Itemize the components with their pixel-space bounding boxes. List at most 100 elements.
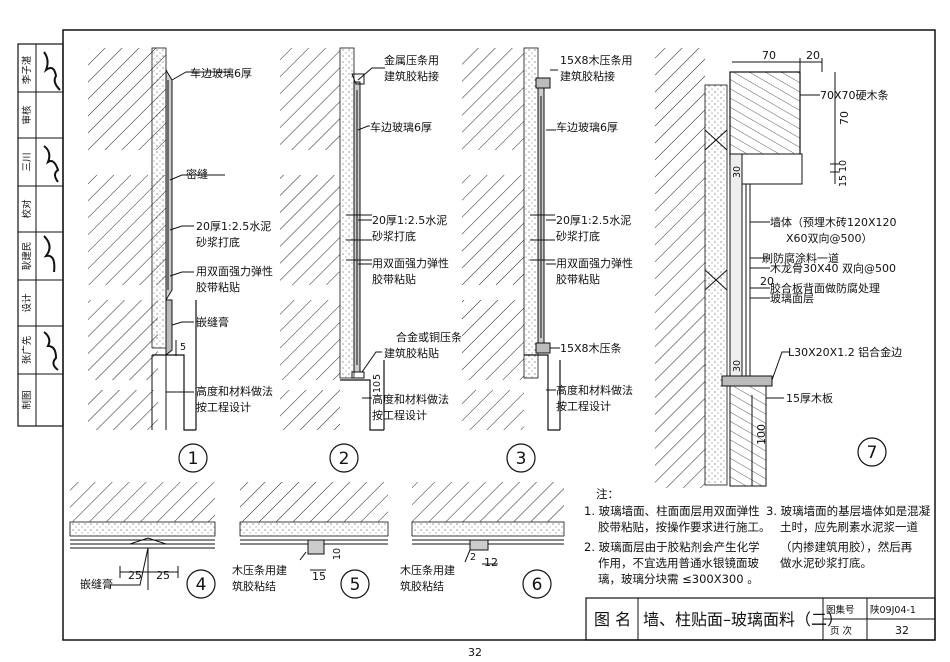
label: 20厚1:2.5水泥 bbox=[196, 220, 271, 233]
label: 按工程设计 bbox=[556, 399, 611, 413]
note-line: （内掺建筑用胶），然后再 bbox=[780, 540, 913, 554]
label: 车边玻璃6厚 bbox=[370, 120, 432, 134]
dimension: 5 bbox=[180, 342, 186, 353]
note-line: 璃，玻璃分块需 ≤300X300 。 bbox=[598, 572, 759, 586]
detail-number-circle bbox=[340, 569, 370, 599]
label: 木压条用建 bbox=[400, 563, 455, 577]
sidebar-label: 校对 bbox=[21, 199, 33, 219]
dimension: 70 bbox=[838, 111, 851, 125]
label: 玻璃面层 bbox=[770, 291, 814, 305]
dimension: 25 bbox=[128, 569, 142, 582]
label: 70X70硬木条 bbox=[820, 88, 889, 102]
note-line: 3. 玻璃墙面的基层墙体如是混凝 bbox=[766, 504, 931, 518]
note-line: 胶带粘贴，按操作要求进行施工。 bbox=[598, 520, 771, 534]
label: 砂浆打底 bbox=[372, 229, 416, 243]
detail-3: 15X8木压条用 建筑胶粘接 车边玻璃6厚 20厚1:2.5水泥 砂浆打底 用双… bbox=[462, 47, 633, 473]
signature-sidebar: 李子湛 审核 三川 校对 耿建民 设计 张广先 制图 bbox=[17, 43, 64, 427]
label: 用双面强力弹性 bbox=[556, 256, 633, 270]
label: 15X8木压条用 bbox=[560, 53, 633, 67]
sidebar-label: 张广先 bbox=[21, 335, 33, 364]
label: 20厚1:2.5水泥 bbox=[556, 214, 631, 227]
dimension: 30 bbox=[732, 166, 743, 178]
detail-2: 金属压条用 建筑胶粘接 车边玻璃6厚 20厚1:2.5水泥 砂浆打底 用双面强力… bbox=[280, 47, 462, 473]
detail-number-circle bbox=[506, 443, 536, 473]
dimension: 10 bbox=[838, 160, 849, 172]
signature-scribble bbox=[43, 145, 60, 183]
detail-5: 木压条用建 筑胶粘结 15 10 5 bbox=[232, 482, 389, 599]
note-line: 2. 玻璃面层由于胶粘剂会产生化学 bbox=[584, 540, 760, 554]
dimension: 10 bbox=[332, 548, 343, 560]
label: 墙体（预埋木砖120X120 bbox=[770, 215, 897, 229]
dimension: 20 bbox=[806, 49, 820, 62]
page-value: 32 bbox=[895, 624, 909, 637]
sidebar-label: 三川 bbox=[22, 152, 33, 171]
dimension: 15 bbox=[312, 570, 326, 583]
notes: 注： 1. 玻璃墙面、柱面面层用双面弹性 胶带粘贴，按操作要求进行施工。 2. … bbox=[584, 487, 931, 586]
label: L30X20X1.2 铝合金边 bbox=[788, 345, 902, 359]
label: 木龙骨30X40 双向@500 bbox=[770, 261, 896, 275]
note-line: 做水泥砂浆打底。 bbox=[780, 556, 872, 570]
label: 密缝 bbox=[186, 167, 208, 181]
label: 高度和材料做法 bbox=[196, 384, 273, 398]
notes-title: 注： bbox=[596, 487, 619, 501]
note-line: 作用，不宜选用普通水银镜面玻 bbox=[598, 556, 759, 570]
dimension: 5 bbox=[372, 374, 383, 380]
label: 用双面强力弹性 bbox=[196, 264, 273, 278]
label: 嵌缝膏 bbox=[196, 315, 229, 329]
label: 建筑胶粘接 bbox=[384, 69, 439, 83]
detail-number-circle bbox=[329, 443, 359, 473]
label: 按工程设计 bbox=[196, 400, 251, 414]
sidebar-label: 制图 bbox=[21, 390, 33, 409]
sidebar-label: 耿建民 bbox=[21, 242, 33, 271]
label: 嵌缝膏 bbox=[80, 577, 113, 591]
detail-number: 1 bbox=[188, 449, 199, 469]
set-number: 陕09J04-1 bbox=[870, 604, 916, 616]
detail-4: 嵌缝膏 25 25 4 bbox=[69, 482, 216, 599]
drawing-name: 墙、柱贴面–玻璃面料（二） bbox=[643, 610, 843, 629]
signature-scribble bbox=[43, 235, 56, 273]
drawing-name-label: 图 名 bbox=[594, 610, 631, 629]
label: 20厚1:2.5水泥 bbox=[372, 214, 447, 227]
label: 木压条用建 bbox=[232, 563, 287, 577]
dimension: 30 bbox=[732, 360, 743, 372]
label: 建筑胶粘贴 bbox=[384, 346, 439, 360]
label: 按工程设计 bbox=[372, 408, 427, 422]
label: 胶带粘贴 bbox=[196, 280, 240, 294]
detail-number: 4 bbox=[196, 575, 207, 595]
label: 15X8木压条 bbox=[560, 341, 622, 355]
dimension: 25 bbox=[156, 569, 170, 582]
label: 用双面强力弹性 bbox=[372, 256, 449, 270]
label: 胶带粘贴 bbox=[556, 272, 600, 286]
dimension: 10 bbox=[372, 381, 383, 393]
signature-scribble bbox=[43, 51, 61, 91]
label: 胶合板背面做防腐处理 bbox=[770, 281, 880, 295]
label: 刷防腐涂料一道 bbox=[762, 251, 839, 265]
detail-1: 车边玻璃6厚 密缝 20厚1:2.5水泥 砂浆打底 用双面强力弹性 胶带粘贴 嵌… bbox=[88, 47, 273, 473]
label: 筑胶粘结 bbox=[400, 579, 444, 593]
label: 合金或铜压条 bbox=[396, 330, 462, 344]
detail-number: 3 bbox=[516, 449, 527, 469]
dimension: 20 bbox=[760, 275, 774, 288]
set-number-label: 图集号 bbox=[826, 604, 855, 616]
sidebar-label: 李子湛 bbox=[21, 55, 33, 84]
label: 砂浆打底 bbox=[196, 235, 240, 249]
detail-number-circle bbox=[857, 437, 887, 467]
label: 建筑胶粘接 bbox=[560, 69, 615, 83]
label: 车边玻璃6厚 bbox=[556, 120, 618, 134]
detail-number: 6 bbox=[532, 575, 543, 595]
label: X60双向@500） bbox=[786, 231, 873, 245]
label: 胶带粘贴 bbox=[372, 272, 416, 286]
detail-7: 70 20 70X70硬木条 70 10 15 30 墙体（预埋木砖120X12… bbox=[655, 48, 902, 488]
label: 砂浆打底 bbox=[556, 229, 600, 243]
signature-scribble bbox=[43, 331, 59, 371]
label: 筑胶粘结 bbox=[232, 579, 276, 593]
note-line: 土时，应先刷素水泥浆一道 bbox=[780, 520, 918, 534]
label: 高度和材料做法 bbox=[556, 383, 633, 397]
label: 高度和材料做法 bbox=[372, 392, 449, 406]
detail-number: 5 bbox=[350, 575, 361, 595]
dimension: 12 bbox=[484, 556, 498, 569]
sidebar-label: 审核 bbox=[21, 105, 33, 125]
detail-number: 7 bbox=[867, 443, 878, 463]
detail-6: 木压条用建 筑胶粘结 12 2 6 bbox=[400, 482, 565, 599]
